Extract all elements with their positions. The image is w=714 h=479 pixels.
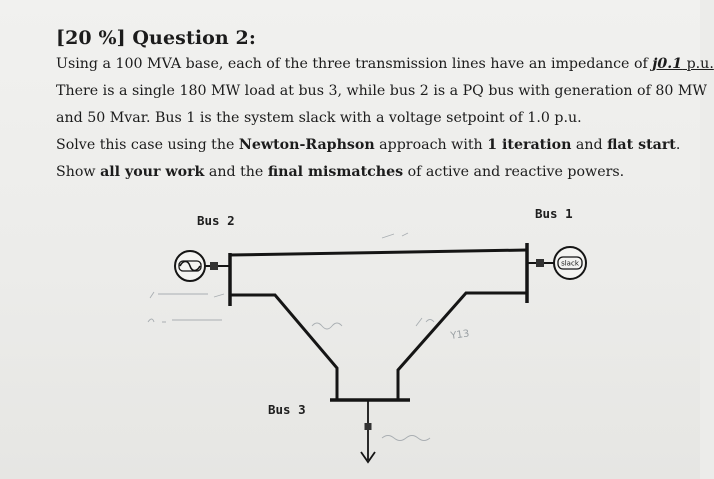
method-newton-raphson: Newton-Raphson <box>238 137 375 153</box>
pencil-note-load <box>381 435 431 441</box>
generator-inner-icon <box>178 260 202 272</box>
slack-inner-icon <box>557 256 583 270</box>
bus1-slack-generator: slack <box>527 246 587 280</box>
slack-breaker-icon <box>536 259 544 267</box>
flat-start: flat start <box>607 137 676 153</box>
bus3-load <box>360 400 376 464</box>
line1-unit: p.u. <box>682 56 714 72</box>
line4-text-e: and <box>571 137 608 153</box>
bus1-label: Bus 1 <box>535 206 573 221</box>
final-mismatches: final mismatches <box>267 164 404 180</box>
line1-text: Using a 100 MVA base, each of the three … <box>56 56 653 72</box>
pencil-note-q2 <box>147 318 222 323</box>
all-your-work: all your work <box>100 164 205 180</box>
question-line-2: There is a single 180 MW load at bus 3, … <box>56 83 708 99</box>
generator-sine-icon <box>179 260 201 272</box>
question-line-1: Using a 100 MVA base, each of the three … <box>56 55 714 73</box>
line5-text-a: Show <box>56 164 101 180</box>
line4-period: . <box>675 137 681 153</box>
bus2-label: Bus 2 <box>197 213 235 228</box>
pencil-note-y12 <box>311 322 343 330</box>
question-title: [20 %] Question 2: <box>56 27 256 49</box>
pencil-note-top <box>381 232 409 239</box>
question-line-3: and 50 Mvar. Bus 1 is the system slack w… <box>56 110 582 126</box>
load-breaker-icon <box>364 423 372 430</box>
pencil-note-y23 <box>415 317 435 327</box>
line4-text-a: Solve this case using the <box>56 137 239 153</box>
question-line-5: Show all your work and the final mismatc… <box>56 163 624 181</box>
iteration-count: 1 iteration <box>487 137 572 153</box>
pencil-note-y13-text: Y13 <box>449 328 470 342</box>
line5-text-c: and the <box>204 164 268 180</box>
question-line-4: Solve this case using the Newton-Raphson… <box>56 136 680 154</box>
load-arrow-icon <box>360 451 376 464</box>
line-1-2 <box>229 248 528 257</box>
impedance-value: j0.1 <box>652 56 683 72</box>
slack-label: slack <box>561 260 580 268</box>
line4-text-c: approach with <box>374 137 488 153</box>
line-2-3 <box>230 293 339 400</box>
bus3-label: Bus 3 <box>268 402 306 417</box>
bus2-generator <box>174 250 230 282</box>
pencil-note-p2 <box>149 291 225 299</box>
line-1-3 <box>396 291 527 400</box>
breaker-icon <box>210 262 218 270</box>
pencil-annotations <box>147 232 435 441</box>
line5-text-e: of active and reactive powers. <box>403 164 625 180</box>
